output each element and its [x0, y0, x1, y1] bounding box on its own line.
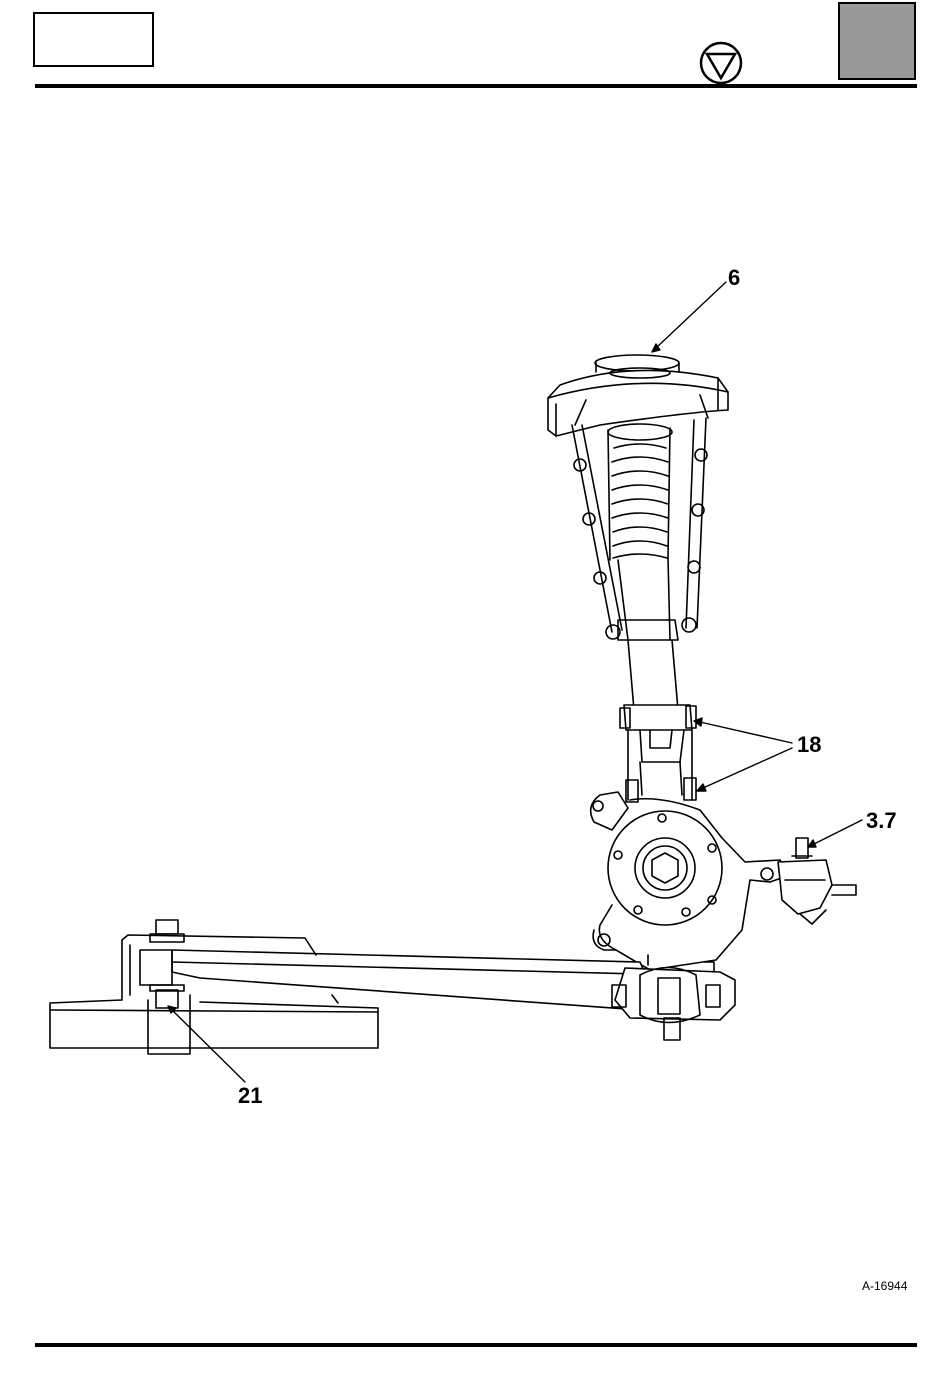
- callout-label-strut-top: 6: [728, 265, 740, 290]
- strut-bellows: [608, 424, 678, 710]
- strut-clamp: [620, 705, 696, 802]
- callout-label-subframe-bolt: 21: [238, 1083, 262, 1108]
- footer-rule: [35, 1343, 917, 1347]
- steering-knuckle: [591, 792, 790, 970]
- callout-label-steering-arm: 3.7: [866, 808, 897, 833]
- callout-label-strut-bolts: 18: [797, 732, 821, 757]
- figure-reference: A-16944: [862, 1279, 907, 1293]
- spring-compressor-frame: [572, 395, 708, 639]
- lower-wishbone: [172, 950, 735, 1040]
- track-rod-end: [778, 838, 856, 924]
